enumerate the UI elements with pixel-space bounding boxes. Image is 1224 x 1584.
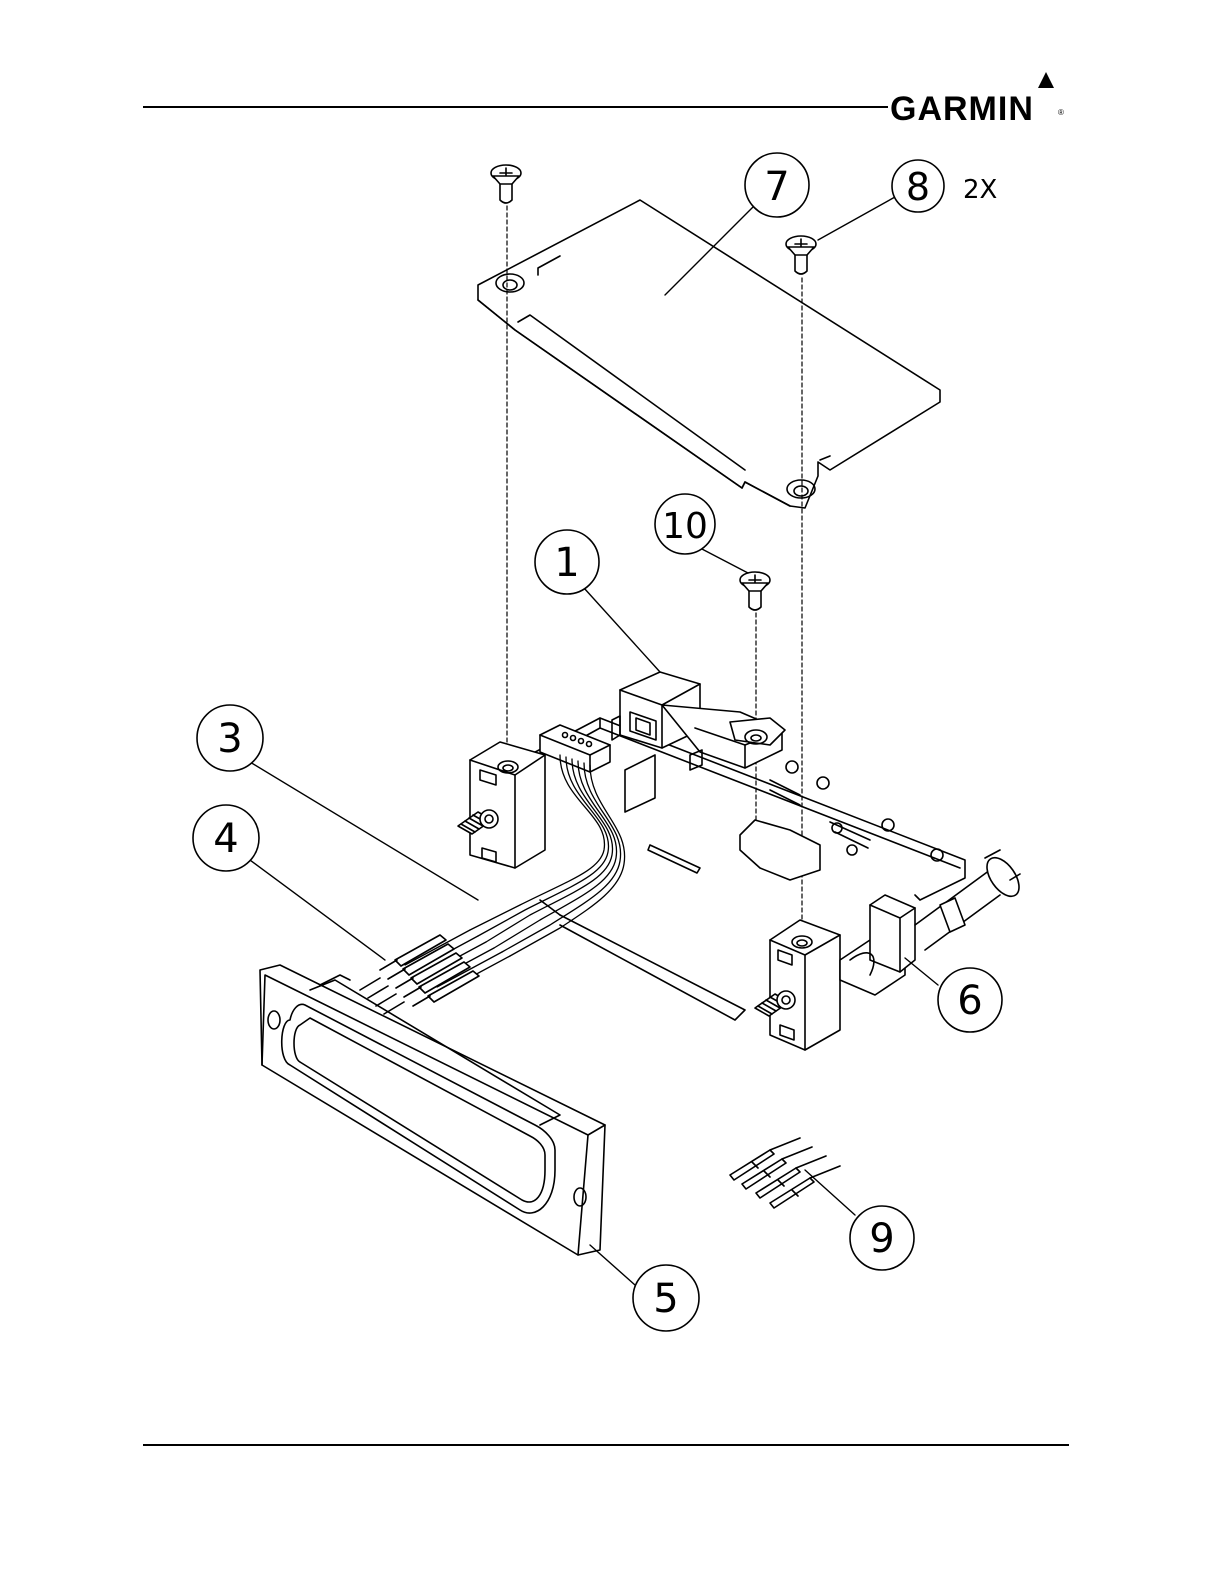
callout-1: 1 <box>535 530 599 594</box>
callout-6-label: 6 <box>957 978 982 1024</box>
module-screw <box>740 572 770 610</box>
connector-module <box>612 672 785 770</box>
callout-5-label: 5 <box>653 1276 678 1322</box>
callout-9: 9 <box>850 1206 914 1270</box>
callout-7: 7 <box>745 153 809 217</box>
cover-screw-right <box>786 236 816 274</box>
callout-4-label: 4 <box>213 816 238 862</box>
loose-crimp-pins <box>730 1138 840 1208</box>
coax-connector <box>840 850 1025 995</box>
callout-10: 10 <box>655 494 715 554</box>
callout-8: 8 2X <box>892 160 997 212</box>
right-mounting-block <box>755 920 840 1050</box>
dsub-connector <box>260 965 605 1255</box>
cover-plate <box>478 200 940 508</box>
callout-8-quantity: 2X <box>963 175 997 205</box>
callout-1-label: 1 <box>554 540 579 586</box>
callout-7-label: 7 <box>764 164 789 210</box>
callout-4: 4 <box>193 805 259 871</box>
wire-header <box>540 725 610 772</box>
left-mounting-block <box>458 742 545 868</box>
cover-screw-left <box>491 165 521 203</box>
callout-8-label: 8 <box>906 165 930 209</box>
callout-10-label: 10 <box>662 506 708 547</box>
callout-3: 3 <box>197 705 263 771</box>
callout-6: 6 <box>938 968 1002 1032</box>
callout-3-label: 3 <box>217 716 242 762</box>
callout-9-label: 9 <box>869 1216 894 1262</box>
callout-5: 5 <box>633 1265 699 1331</box>
